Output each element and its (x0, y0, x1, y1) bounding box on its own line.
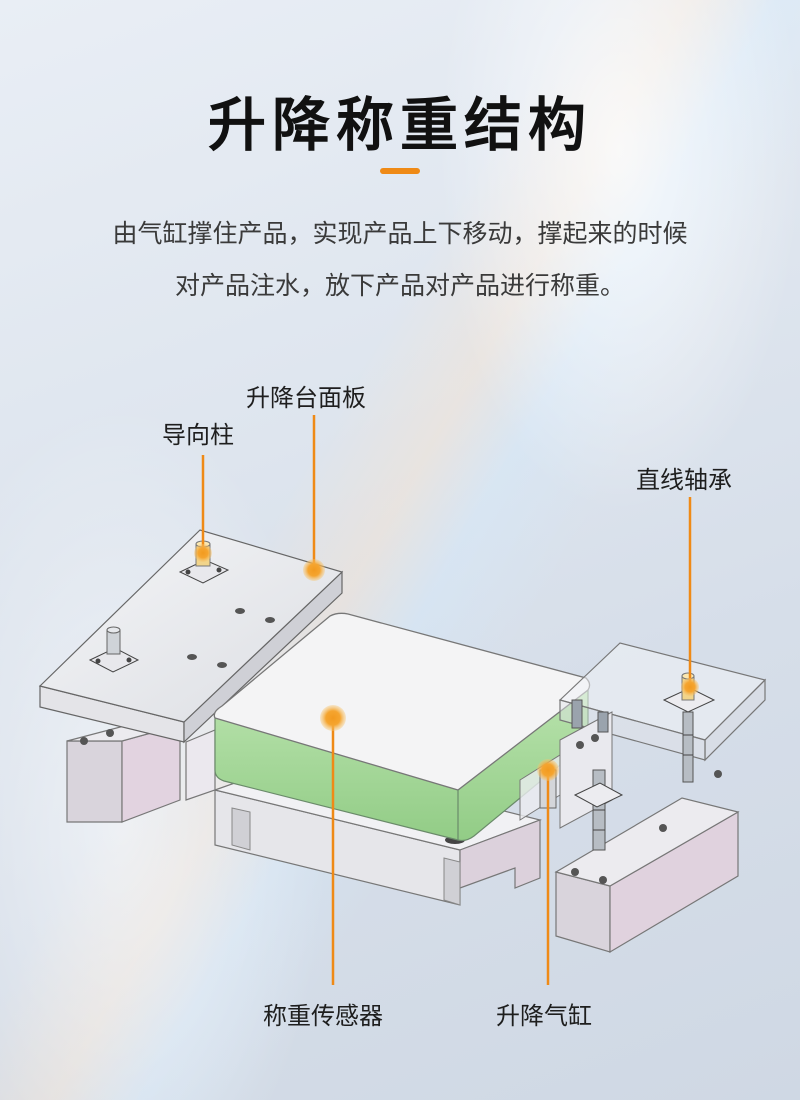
marker-guide-post (194, 544, 212, 562)
marker-lift-panel (303, 559, 325, 581)
right-support-block (554, 770, 740, 954)
marker-linear-bearing (681, 678, 699, 696)
left-support-block (66, 724, 181, 823)
label-load-cell: 称重传感器 (263, 1002, 383, 1030)
description: 由气缸撑住产品，实现产品上下移动，撑起来的时候 对产品注水，放下产品对产品进行称… (40, 208, 760, 312)
marker-dots (194, 544, 699, 781)
lift-table-panel (38, 529, 344, 744)
description-line-1: 由气缸撑住产品，实现产品上下移动，撑起来的时候 (112, 219, 688, 248)
description-line-2: 对产品注水，放下产品对产品进行称重。 (174, 271, 625, 300)
title-accent-bar (380, 168, 420, 174)
label-lift-panel: 升降台面板 (246, 384, 366, 412)
label-linear-bearing: 直线轴承 (636, 466, 732, 494)
marker-lift-cylinder (537, 759, 559, 781)
right-transparent-tray (558, 642, 767, 762)
page-title: 升降称重结构 (207, 91, 592, 159)
label-lift-cylinder: 升降气缸 (496, 1002, 592, 1030)
marker-load-cell (320, 705, 346, 731)
label-guide-post: 导向柱 (162, 421, 234, 449)
leader-lines (201, 415, 692, 985)
